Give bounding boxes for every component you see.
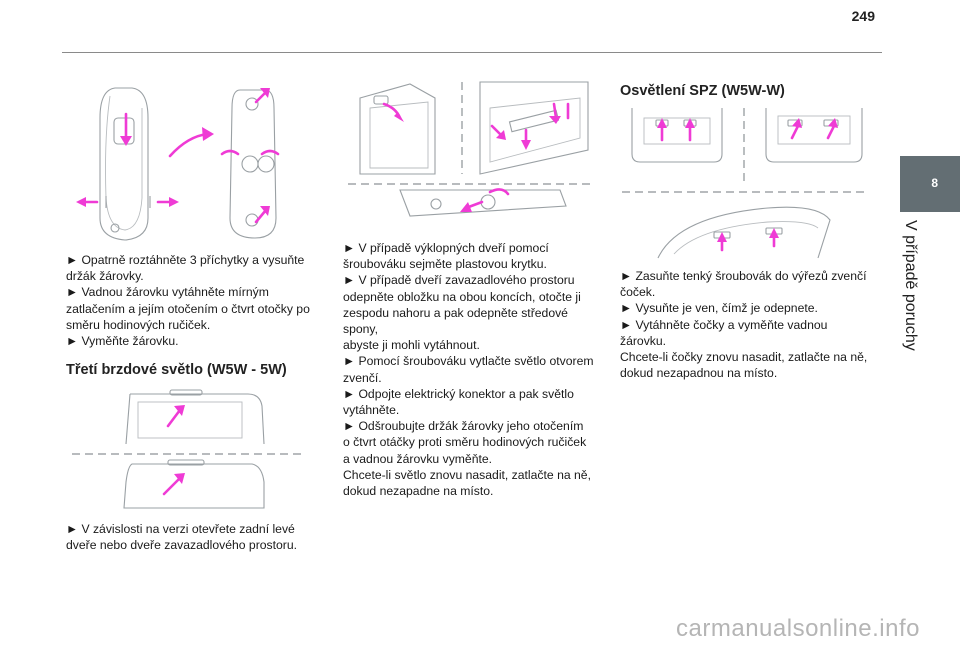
watermark: carmanualsonline.info (676, 615, 920, 642)
col1-instructions: ► Opatrně roztáhněte 3 příchytky a vysuň… (66, 253, 310, 349)
third-brake-light-illustration (72, 389, 304, 509)
licence-plate-lamp-illustration (622, 108, 868, 259)
bulb-holder-illustration (76, 87, 280, 241)
col2-instructions: ► V případě výklopných dveří pomocí šrou… (343, 241, 594, 499)
header-rule (62, 52, 882, 53)
chapter-tab[interactable] (900, 156, 960, 212)
col1-section-text: ► V závislosti na verzi otevřete zadní l… (66, 522, 298, 553)
chapter-title: V případě poruchy (902, 220, 919, 351)
brake-lamp-removal-illustration (348, 81, 590, 217)
licence-plate-lighting-heading: Osvětlení SPZ (W5W-W) (620, 83, 785, 99)
page-number: 249 (851, 8, 875, 24)
chapter-number: 8 (931, 176, 938, 190)
col3-instructions: ► Zasuňte tenký šroubovák do výřezů zven… (620, 269, 868, 381)
third-brake-light-heading: Třetí brzdové světlo (W5W - 5W) (66, 362, 287, 378)
